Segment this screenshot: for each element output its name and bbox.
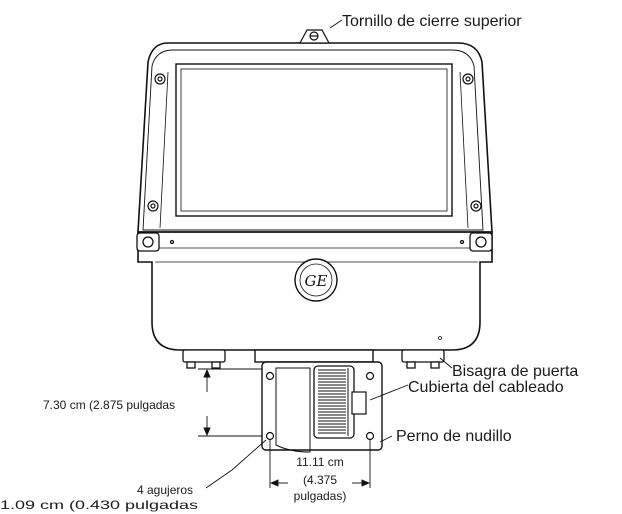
label-width-dim-line2: (4.375 (303, 473, 337, 487)
width-dimension (269, 440, 371, 488)
label-width-dim-line1: 11.11 cm (296, 455, 344, 469)
ge-logo-icon: GE (294, 258, 338, 302)
label-door-hinge: Bisagra de puerta (452, 363, 578, 380)
label-holes-count: 4 agujeros (137, 483, 193, 497)
label-top-screw: Tornillo de cierre superior (342, 13, 522, 30)
label-width-dim-line3: pulgadas) (294, 489, 347, 503)
height-dimension (198, 368, 262, 437)
side-hinge (136, 232, 493, 252)
label-wiring-cover: Cubierta del cableado (408, 379, 564, 396)
wiring-cover (313, 365, 367, 439)
label-knuckle-bolt: Perno de nudillo (396, 428, 512, 445)
fixture-housing (137, 42, 493, 351)
mounting-hole (265, 371, 375, 441)
logo-text: GE (305, 272, 328, 290)
label-holes-size: 1.09 cm (0.430 pulgadas (0, 498, 198, 512)
door-hinge (182, 349, 445, 369)
leader-lines (205, 19, 453, 489)
label-height-dimension: 7.30 cm (2.875 pulgadas (43, 398, 175, 412)
door-screw (147, 73, 482, 212)
top-latch-screw (298, 29, 331, 44)
